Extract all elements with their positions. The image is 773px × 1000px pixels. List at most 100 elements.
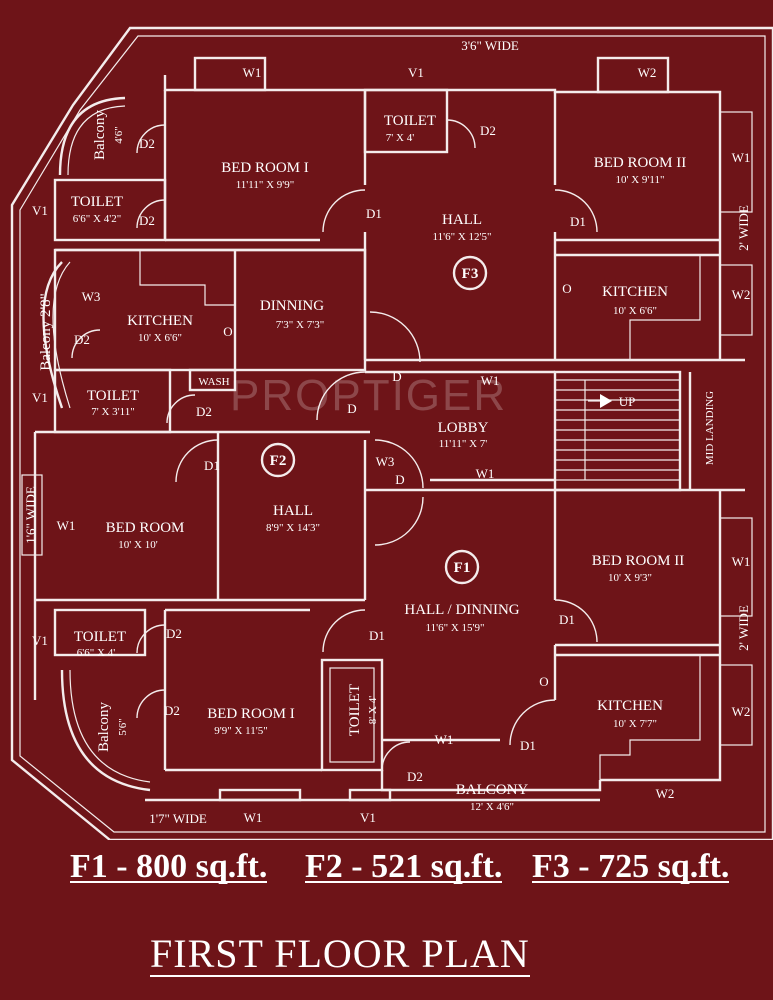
room-name: BED ROOM I xyxy=(221,160,309,176)
vent-tag: V1 xyxy=(32,633,48,648)
room-name: HALL xyxy=(442,212,482,228)
window-tag: W3 xyxy=(376,454,395,469)
door-tag: D2 xyxy=(407,769,423,784)
door-tag: D2 xyxy=(196,404,212,419)
room-dim: 11'11" X 9'9" xyxy=(236,179,295,191)
opening-tag: O xyxy=(539,674,548,689)
room-name: Balcony xyxy=(96,702,112,752)
stair-up-label: UP xyxy=(619,394,636,409)
room-dim: 10' X 6'6" xyxy=(613,305,657,317)
room-dim: 11'6" X 15'9" xyxy=(426,622,485,634)
room-dim: 6'6" X 4'2" xyxy=(73,213,121,225)
left-width-note: 1'6" WIDE xyxy=(23,486,38,544)
floor-plan: F3 F2 F1 PROPTIGER 3'6" WIDE 1'6" WIDE 2… xyxy=(10,26,773,840)
right-width-note-top: 2' WIDE xyxy=(736,205,751,251)
room-name: BED ROOM I xyxy=(207,706,295,722)
door-tag: D1 xyxy=(369,628,385,643)
window-tag: W1 xyxy=(244,810,263,825)
room-dim: 10' X 9'3" xyxy=(608,572,652,584)
door-tag: D2 xyxy=(74,332,90,347)
room-dim: 10' X 7'7" xyxy=(613,718,657,730)
door-tag: D xyxy=(395,472,404,487)
flat-f1-label: F1 xyxy=(454,560,471,576)
room-dim: 11'11" X 7' xyxy=(439,438,488,450)
room-name: TOILET xyxy=(384,113,436,129)
flat-f3-area: F3 - 725 sq.ft. xyxy=(532,848,730,885)
window-tag: W1 xyxy=(243,65,262,80)
door-tag: D1 xyxy=(559,612,575,627)
room-name: TOILET xyxy=(347,684,363,736)
room-name: TOILET xyxy=(74,629,126,645)
room-dim: 11'6" X 12'5" xyxy=(433,231,492,243)
flat-f2-label: F2 xyxy=(270,453,287,469)
room-name: KITCHEN xyxy=(127,313,193,329)
door-tag: D1 xyxy=(570,214,586,229)
flat-f1-marker xyxy=(444,549,480,585)
room-dim: 8' X 4' xyxy=(367,696,379,724)
room-name: HALL xyxy=(273,503,313,519)
room-dim: 7' X 3'11" xyxy=(91,406,135,418)
bottom-width-note: 1'7" WIDE xyxy=(149,811,207,826)
window-tag: W1 xyxy=(435,732,454,747)
room-name: BED ROOM II xyxy=(594,155,687,171)
vent-tag: V1 xyxy=(360,810,376,825)
room-name: BED ROOM II xyxy=(592,553,685,569)
door-tag: D xyxy=(347,401,356,416)
room-name: HALL / DINNING xyxy=(404,602,519,618)
flat-f2-marker xyxy=(260,442,296,478)
flat-f3-marker xyxy=(452,255,488,291)
flat-f2-area: F2 - 521 sq.ft. xyxy=(305,848,503,885)
flat-f1-area: F1 - 800 sq.ft. xyxy=(70,848,268,885)
vent-tag: V1 xyxy=(408,65,424,80)
opening-tag: O xyxy=(562,281,571,296)
window-tag: W2 xyxy=(732,287,751,302)
room-name: BALCONY xyxy=(456,782,529,798)
door-swings xyxy=(71,119,598,771)
room-dim: 7' X 4' xyxy=(386,132,414,144)
window-tag: W1 xyxy=(732,554,751,569)
window-tag: W2 xyxy=(732,704,751,719)
room-name: Balcony xyxy=(92,110,108,160)
vent-tag: V1 xyxy=(32,390,48,405)
plan-title: FIRST FLOOR PLAN xyxy=(150,931,530,977)
outer-boundary xyxy=(10,26,773,840)
left-balconies xyxy=(42,96,151,792)
window-tag: W2 xyxy=(656,786,675,801)
room-name: DINNING xyxy=(260,298,324,314)
room-dim: 7'3" X 7'3" xyxy=(276,319,324,331)
room-name: KITCHEN xyxy=(602,284,668,300)
door-tag: D1 xyxy=(520,738,536,753)
door-tag: D xyxy=(392,369,401,384)
room-dim: 4'6" xyxy=(113,126,125,143)
door-tag: D2 xyxy=(164,703,180,718)
flat-areas: F1 - 800 sq.ft. F2 - 521 sq.ft. F3 - 725… xyxy=(0,848,773,904)
room-dim: 10' X 9'11" xyxy=(616,174,665,186)
room-name: KITCHEN xyxy=(597,698,663,714)
door-tag: D2 xyxy=(166,626,182,641)
room-dim: 5'6" xyxy=(117,718,129,735)
door-tag: D2 xyxy=(139,213,155,228)
top-width-note: 3'6" WIDE xyxy=(461,38,519,53)
room-dim: 6'6" X 4' xyxy=(77,647,115,659)
window-tag: W1 xyxy=(481,373,500,388)
flat-f3-label: F3 xyxy=(462,266,479,282)
room-name: TOILET xyxy=(71,194,123,210)
room-dim: 8'9" X 14'3" xyxy=(266,522,320,534)
room-dim: 12' X 4'6" xyxy=(470,801,514,813)
flat-f1-walls xyxy=(33,490,720,802)
right-width-note-bottom: 2' WIDE xyxy=(736,605,751,651)
watermark: PROPTIGER xyxy=(230,371,507,420)
flat-f2-walls xyxy=(33,248,370,602)
room-dim: 10' X 6'6" xyxy=(138,332,182,344)
mid-landing-label: MID LANDING xyxy=(704,391,716,465)
room-dim: 9'9" X 11'5" xyxy=(214,725,267,737)
window-tag: W1 xyxy=(476,466,495,481)
window-tag: W1 xyxy=(57,518,76,533)
room-name: BED ROOM xyxy=(106,520,185,536)
opening-tag: O xyxy=(223,324,232,339)
room-name: LOBBY xyxy=(438,420,489,436)
vent-tag: V1 xyxy=(32,203,48,218)
room-name: Balcony 2'8" xyxy=(38,293,54,371)
room-name: TOILET xyxy=(87,388,139,404)
room-dim: 10' X 10' xyxy=(118,539,157,551)
